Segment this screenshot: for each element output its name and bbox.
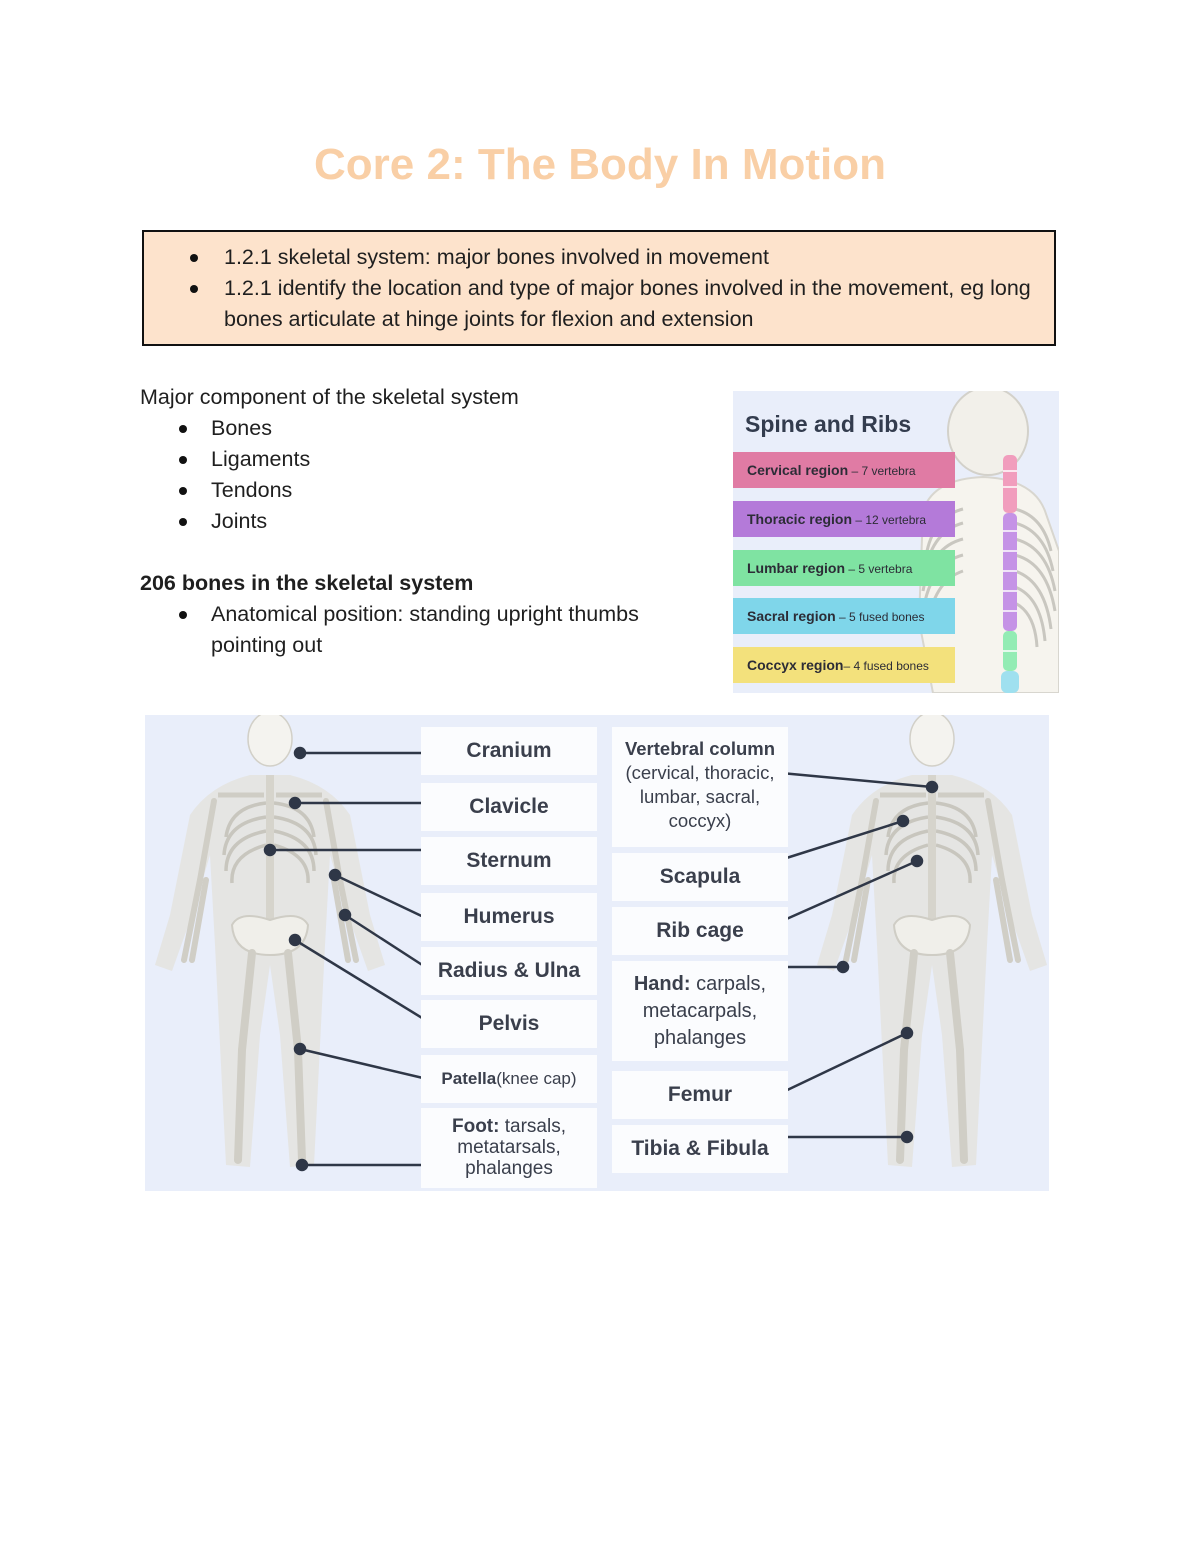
page-title: Core 2: The Body In Motion <box>314 140 886 189</box>
list-item: Joints <box>140 506 700 537</box>
syllabus-outcomes-box: 1.2.1 skeletal system: major bones invol… <box>142 230 1056 346</box>
label-humerus: Humerus <box>421 893 597 941</box>
label-clavicle: Clavicle <box>421 783 597 831</box>
bones-count-section: 206 bones in the skeletal system Anatomi… <box>140 568 700 661</box>
spine-panel-title: Spine and Ribs <box>745 411 912 437</box>
label-scapula: Scapula <box>612 853 788 901</box>
skeleton-diagram: Cranium Clavicle Sternum Humerus Radius … <box>145 715 1049 1191</box>
region-thoracic: Thoracic region – 12 vertebra <box>733 501 955 537</box>
label-cranium: Cranium <box>421 727 597 775</box>
label-hand: Hand: carpals, metacarpals, phalanges <box>612 961 788 1061</box>
list-item: Anatomical position: standing upright th… <box>140 599 700 661</box>
bones-heading: 206 bones in the skeletal system <box>140 571 474 595</box>
region-cervical: Cervical region – 7 vertebra <box>733 452 955 488</box>
components-heading: Major component of the skeletal system <box>140 385 519 409</box>
list-item: Bones <box>140 413 700 444</box>
outcome-item: 1.2.1 skeletal system: major bones invol… <box>188 242 1034 273</box>
skeletal-components-section: Major component of the skeletal system B… <box>140 382 700 537</box>
skeleton-illustration <box>145 715 1049 1172</box>
front-skeleton <box>155 715 385 1167</box>
label-rib-cage: Rib cage <box>612 907 788 955</box>
label-patella: Patella (knee cap) <box>421 1055 597 1103</box>
list-item: Ligaments <box>140 444 700 475</box>
label-pelvis: Pelvis <box>421 1000 597 1048</box>
label-sternum: Sternum <box>421 837 597 885</box>
region-lumbar: Lumbar region – 5 vertebra <box>733 550 955 586</box>
label-femur: Femur <box>612 1071 788 1119</box>
region-coccyx: Coccyx region– 4 fused bones <box>733 647 955 683</box>
label-tibia-fibula: Tibia & Fibula <box>612 1125 788 1173</box>
spine-and-ribs-diagram: Spine and Ribs Cervical region – 7 verte… <box>733 391 1059 693</box>
label-foot: Foot: tarsals, metatarsals, phalanges <box>421 1108 597 1188</box>
label-radius-ulna: Radius & Ulna <box>421 947 597 995</box>
label-vertebral-column: Vertebral column (cervical, thoracic, lu… <box>612 727 788 847</box>
region-sacral: Sacral region – 5 fused bones <box>733 598 955 634</box>
list-item: Tendons <box>140 475 700 506</box>
outcome-item: 1.2.1 identify the location and type of … <box>188 273 1034 335</box>
